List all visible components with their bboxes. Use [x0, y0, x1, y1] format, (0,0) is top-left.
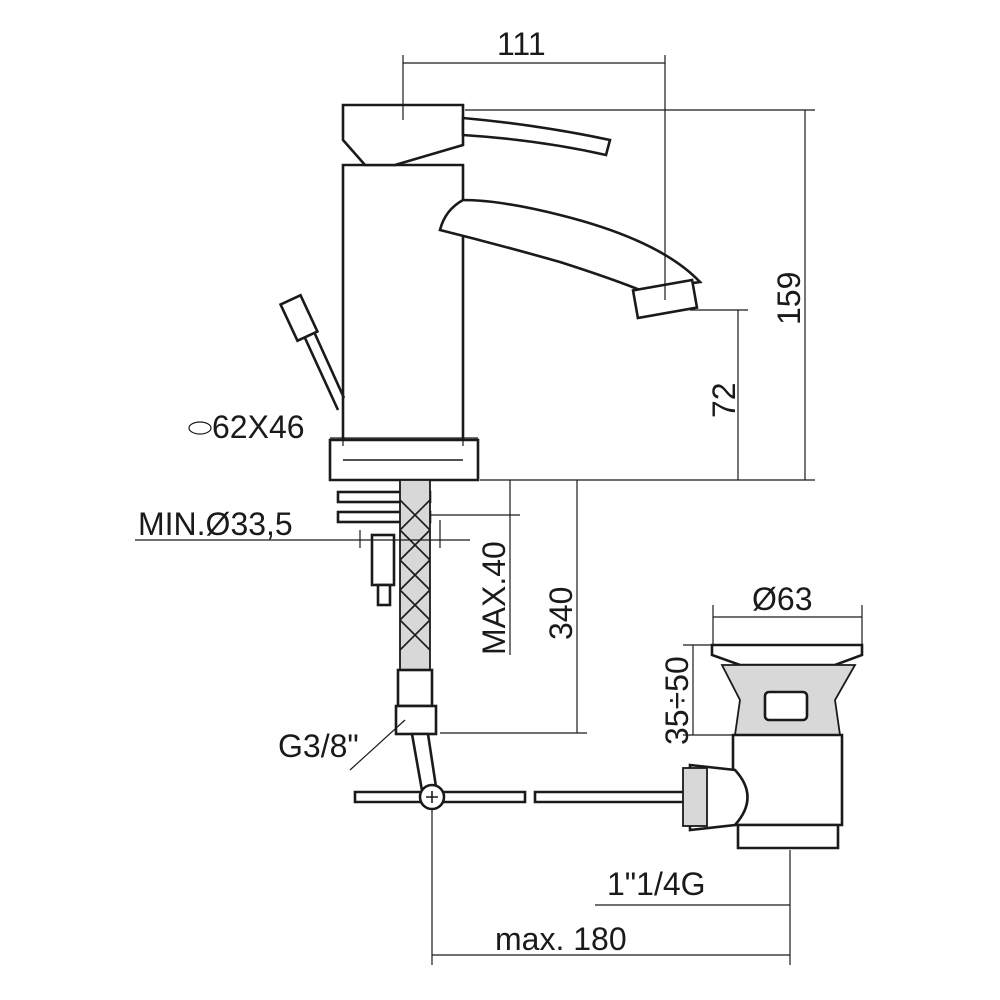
drain-thread-label: 1"1/4G [607, 866, 706, 902]
hose-thread-label: G3/8" [278, 728, 359, 764]
oval-icon [188, 421, 212, 435]
width-label: 111 [497, 26, 546, 62]
drain-range-label: 35÷50 [659, 656, 695, 745]
rod-max-label: max. 180 [495, 921, 627, 957]
drain-diameter-label: Ø63 [752, 581, 812, 617]
min-hole-label: MIN.Ø33,5 [138, 506, 293, 542]
drain-rod [353, 783, 687, 811]
pop-up-drain [682, 643, 864, 850]
max-deck-label: MAX.40 [476, 541, 512, 655]
base-size-label: 62X46 [212, 409, 305, 445]
mounting-hardware [336, 479, 440, 804]
hose-length-label: 340 [543, 587, 579, 640]
spout-height-label: 72 [706, 382, 742, 418]
pop-up-lever [278, 293, 346, 411]
faucet-body [328, 103, 703, 482]
dimension-lines [135, 55, 863, 965]
height-label: 159 [771, 272, 807, 325]
